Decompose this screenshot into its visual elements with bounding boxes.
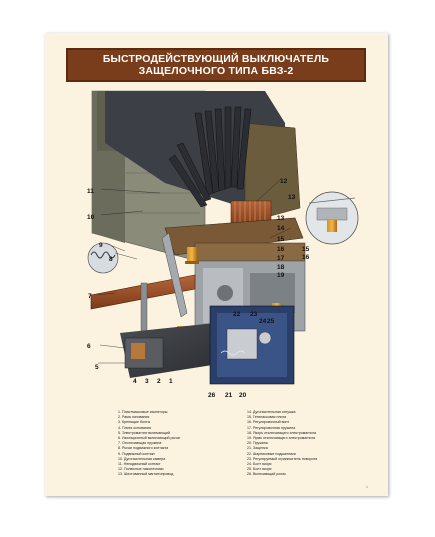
legend-column-right: 14. Дугогасительная катушка 15. Гетинакс… (247, 410, 368, 480)
callout-15b: 15 (302, 246, 310, 253)
legend-column-left: 1. Пластмассовые изоляторы 2. Рама основ… (118, 410, 239, 480)
callout-3: 3 (145, 378, 149, 385)
callout-7: 7 (88, 293, 92, 300)
leader-lines (96, 178, 292, 364)
legend-item: 4. Плита основания (118, 425, 151, 430)
callout-14: 14 (277, 225, 285, 232)
contact-lever (161, 232, 188, 318)
legend-item: 22. Шарниковые подшипники (247, 451, 296, 456)
legend-item: 9. Подвижный контакт (118, 451, 155, 456)
legend-item: 20. Пружина (247, 441, 268, 446)
legend-item: 26. Включающий ролик (247, 472, 286, 477)
legend-item: 8. Рычаг подвижного контакта (118, 446, 169, 451)
getinax-plate (194, 242, 306, 262)
callout-23: 23 (250, 311, 258, 318)
callout-2: 2 (157, 378, 161, 385)
legend-item: 1. Пластмассовые изоляторы (118, 410, 168, 414)
callout-8: 8 (109, 256, 113, 263)
arc-horns (168, 106, 252, 208)
callout-17: 17 (277, 255, 285, 262)
callout-4: 4 (133, 378, 137, 385)
legend-item: 12. Полюсные наконечники (118, 467, 164, 472)
breaker-illustration: 1 2 3 4 5 6 7 8 9 10 11 12 13 13 14 15 1… (87, 90, 359, 399)
legend-item: 6. Изоляционный включающий рычаг (118, 436, 181, 441)
legend-item: 14. Дугогасительная катушка (247, 410, 296, 414)
closing-coil (131, 343, 145, 359)
legend-item: 21. Защелка (247, 446, 268, 451)
title-line-1: БЫСТРОДЕЙСТВУЮЩИЙ ВЫКЛЮЧАТЕЛЬ (102, 53, 330, 65)
legend-item: 15. Гетинаксовая плита (247, 415, 287, 420)
callout-20: 20 (239, 392, 247, 399)
legend-item: 24. Болт якоря (247, 462, 272, 467)
legend-item: 17. Регулировочная пружина (247, 425, 296, 430)
legend-item: 3. Крепящие болты (118, 420, 151, 425)
callout-26: 26 (208, 392, 216, 399)
callout-22: 22 (233, 311, 241, 318)
callout-9: 9 (99, 242, 103, 249)
legend-item: 5. Электромагнит включающий (118, 430, 171, 435)
callout-5: 5 (95, 364, 99, 371)
legend: 1. Пластмассовые изоляторы 2. Рама основ… (118, 410, 368, 480)
legend-item: 10. Дугогасительная камера (118, 456, 166, 461)
callout-25: 25 (267, 318, 275, 325)
callout-12: 12 (280, 178, 288, 185)
right-backplate (244, 122, 301, 224)
legend-item: 23. Регулируемый ограничитель поворота (247, 456, 318, 461)
legend-item: 11. Неподвижный контакт (118, 462, 161, 467)
callout-labels: 1 2 3 4 5 6 7 8 9 10 11 12 13 13 14 15 1… (87, 178, 310, 399)
legend-item: 7. Отключающая пружина (118, 441, 162, 446)
callout-10: 10 (87, 214, 95, 221)
callout-16a: 16 (277, 246, 285, 253)
legend-item: 19. Ярмо отключающего электромагнита (247, 436, 316, 441)
callout-6: 6 (87, 343, 91, 350)
title-line-2: ЗАЩЕЛОЧНОГО ТИПА БВЗ-2 (138, 65, 294, 77)
legend-item: 25. Болт якоря (247, 467, 272, 472)
title-banner: БЫСТРОДЕЙСТВУЮЩИЙ ВЫКЛЮЧАТЕЛЬ ЗАЩЕЛОЧНОГ… (66, 48, 366, 82)
poster: БЫСТРОДЕЙСТВУЮЩИЙ ВЫКЛЮЧАТЕЛЬ ЗАЩЕЛОЧНОГ… (45, 33, 388, 496)
legend-item: 2. Рама основания (118, 415, 150, 420)
callout-11: 11 (87, 188, 94, 195)
page-number: 1 (366, 485, 368, 489)
legend-item: 18. Якорь отключающего электромагнита (247, 430, 317, 435)
callout-13b: 13 (277, 215, 285, 222)
callout-15a: 15 (277, 236, 285, 243)
legend-item: 16. Регулировочный винт (247, 420, 290, 425)
callout-16b: 16 (302, 254, 310, 261)
callout-24: 24 (259, 318, 267, 325)
spring-inset (87, 242, 119, 274)
callout-1: 1 (169, 378, 173, 385)
callout-13a: 13 (288, 194, 296, 201)
callout-21: 21 (225, 392, 233, 399)
legend-item: 13. Шихтованный магнитопровод (118, 472, 174, 477)
callout-18: 18 (277, 264, 285, 271)
latch-detail-inset (209, 305, 295, 385)
contact-detail-inset (305, 191, 359, 245)
callout-19: 19 (277, 272, 285, 279)
